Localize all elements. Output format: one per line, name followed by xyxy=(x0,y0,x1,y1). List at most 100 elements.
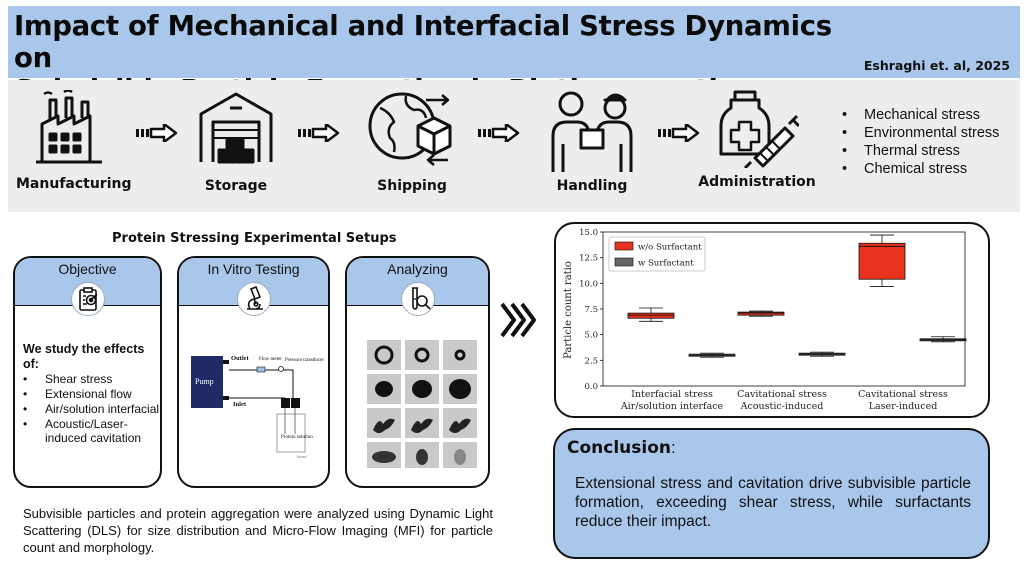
stress-type-list: Mechanical stress Environmental stress T… xyxy=(842,106,999,178)
target-clipboard-icon xyxy=(70,282,105,316)
conclusion-colon: : xyxy=(671,438,676,457)
double-chevron-icon xyxy=(500,302,536,338)
arrow-right-icon xyxy=(298,124,340,142)
stage-label-shipping: Shipping xyxy=(377,178,447,194)
microscope-icon xyxy=(236,282,271,316)
y-tick-label: 2.5 xyxy=(584,356,598,366)
setups-heading: Protein Stressing Experimental Setups xyxy=(112,231,397,246)
legend-label: w Surfactant xyxy=(638,259,694,269)
conclusion-text: Extensional stress and cavitation drive … xyxy=(575,475,971,530)
particle-shape xyxy=(449,418,471,433)
pump-label: Pump xyxy=(195,377,214,386)
particle-shape xyxy=(375,381,393,397)
particle-image xyxy=(405,340,439,370)
objective-item: Air/solution interfacial xyxy=(23,402,160,416)
objective-list: Shear stress Extensional flow Air/soluti… xyxy=(23,372,160,446)
particle-shape xyxy=(374,345,394,365)
flow-setup-diagram: Pump Outlet Inlet Flow meter Pressure tr… xyxy=(191,355,324,459)
y-tick-label: 5.0 xyxy=(584,331,598,341)
warehouse-icon xyxy=(199,92,273,164)
y-tick-label: 12.5 xyxy=(579,254,598,264)
legend-swatch xyxy=(614,257,634,267)
y-tick-label: 10.0 xyxy=(579,279,598,289)
authors: Eshraghi et. al, 2025 xyxy=(863,58,1010,73)
handover-icon xyxy=(551,91,633,172)
protein-label: Protein solution xyxy=(281,435,313,440)
stage-shipping: Shipping xyxy=(362,88,462,194)
stage-label-storage: Storage xyxy=(204,178,268,194)
y-tick-label: 7.5 xyxy=(584,305,598,315)
analyzing-card-title: Analyzing xyxy=(387,261,448,277)
supply-chain-band: Manufacturing Storage Shipping xyxy=(8,80,1020,212)
protein-beaker xyxy=(276,413,306,453)
objective-intro: We study the effects of: xyxy=(23,342,145,371)
flow-meter-block xyxy=(256,366,266,373)
inlet-label: Inlet xyxy=(233,401,247,408)
poster-title-line-1: Impact of Mechanical and Interfacial Str… xyxy=(14,10,832,74)
objective-card: Objective We study the effects of: Shear… xyxy=(13,256,162,488)
x-category-label: Interfacial stress xyxy=(631,389,713,400)
particle-shape xyxy=(449,379,471,399)
arrow-right-icon xyxy=(658,124,700,142)
conclusion-header: Conclusion: xyxy=(567,438,676,458)
stage-label-handling: Handling xyxy=(556,178,628,194)
box-plot-chart: Particle count ratio 0.02.55.07.510.012.… xyxy=(563,228,967,412)
conclusion-card: Conclusion: Extensional stress and cavit… xyxy=(553,428,990,559)
objective-item: Shear stress xyxy=(23,372,160,386)
legend-swatch xyxy=(614,241,634,251)
particle-shape xyxy=(411,418,433,433)
x-category-label: Laser-induced xyxy=(869,401,938,412)
analyzing-card: Analyzing xyxy=(345,256,490,488)
stress-type-item: Chemical stress xyxy=(842,160,999,178)
arrow-right-icon xyxy=(136,124,178,142)
syringe-vial-icon xyxy=(719,90,799,168)
stage-handling: Handling xyxy=(544,86,640,194)
x-category-label: Air/solution interface xyxy=(620,401,724,412)
particle-shape xyxy=(414,347,430,363)
stage-label-administration: Administration xyxy=(698,174,816,190)
objective-item: Extensional flow xyxy=(23,387,160,401)
conclusion-title: Conclusion xyxy=(567,438,671,458)
box xyxy=(858,242,906,280)
pressure-gauge xyxy=(278,366,284,372)
stress-type-item: Environmental stress xyxy=(842,124,999,142)
invitro-card: In Vitro Testing Pump Outlet Inlet Flow … xyxy=(177,256,330,488)
x-category-label: Acoustic-induced xyxy=(740,401,824,412)
stage-label-manufacturing: Manufacturing xyxy=(16,176,132,192)
globe-shipping-icon xyxy=(368,92,452,166)
invitro-card-title: In Vitro Testing xyxy=(207,261,300,277)
particle-shape xyxy=(372,451,396,463)
pump-block xyxy=(191,356,223,408)
box xyxy=(627,312,675,319)
test-tube-magnifier-icon xyxy=(400,282,435,316)
particle-shape xyxy=(416,449,428,465)
stress-type-item: Mechanical stress xyxy=(842,106,999,124)
legend-label: w/o Surfactant xyxy=(638,243,702,253)
x-category-label: Cavitational stress xyxy=(858,389,948,400)
loose-label: loose xyxy=(297,454,307,459)
outlet-label: Outlet xyxy=(231,355,250,362)
title-banner: Impact of Mechanical and Interfacial Str… xyxy=(8,6,1020,106)
particle-shape xyxy=(412,380,432,398)
objective-item: Acoustic/Laser-induced cavitation xyxy=(23,417,160,445)
particle-image xyxy=(367,340,401,370)
particle-image-grid xyxy=(367,340,477,468)
factory-icon xyxy=(36,90,102,164)
objective-card-title: Objective xyxy=(58,261,117,277)
particle-shape xyxy=(454,349,466,361)
stage-administration: Administration xyxy=(698,88,816,190)
pressure-label: Pressure transducer xyxy=(285,358,324,363)
particle-shape xyxy=(373,418,395,433)
flow-meter-label: Flow meter xyxy=(259,357,282,362)
stage-storage: Storage xyxy=(194,88,278,194)
methods-summary: Subvisible particles and protein aggrega… xyxy=(23,506,493,555)
y-tick-label: 0.0 xyxy=(584,382,598,392)
particle-image xyxy=(443,340,477,370)
arrow-right-icon xyxy=(478,124,520,142)
stage-manufacturing: Manufacturing xyxy=(16,90,132,192)
y-tick-label: 15.0 xyxy=(579,228,598,238)
x-category-label: Cavitational stress xyxy=(737,389,827,400)
particle-shape xyxy=(454,449,466,465)
stress-type-item: Thermal stress xyxy=(842,142,999,160)
